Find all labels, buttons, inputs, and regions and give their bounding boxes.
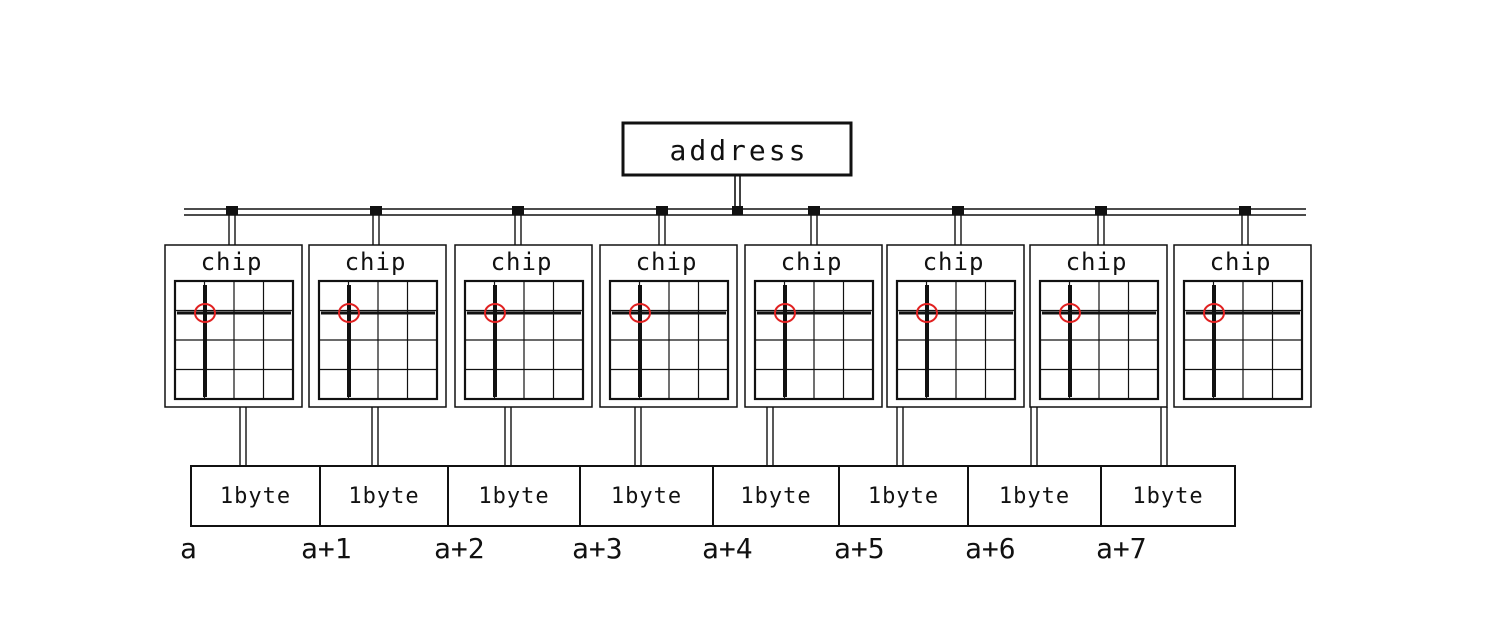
selected-cell-marker — [629, 303, 651, 323]
byte-label: 1byte — [220, 484, 291, 509]
byte-box — [190, 465, 321, 527]
byte-cell-3: 1byte a+2 — [434, 465, 581, 565]
address-offset-label: a+4 — [702, 532, 753, 565]
address-offset-label: a — [180, 532, 197, 565]
address-offset-label: a+3 — [572, 532, 623, 565]
byte-row: 1bytea1bytea+11bytea+21bytea+31bytea+41b… — [180, 465, 1236, 565]
byte-cell-7: 1byte a+6 — [965, 465, 1102, 565]
byte-label: 1byte — [478, 484, 549, 509]
address-bus — [184, 208, 1306, 216]
selected-cell-marker — [774, 303, 796, 323]
byte-box — [319, 465, 449, 527]
byte-cell-8: 1byte a+7 — [1096, 465, 1236, 565]
address-offset-label: a+6 — [965, 532, 1016, 565]
address-block: address — [621, 121, 853, 215]
byte-box — [447, 465, 581, 527]
bus-junction — [952, 206, 964, 215]
bus-junction — [370, 206, 382, 215]
chip-8: chip — [1160, 206, 1312, 466]
chip-1: chip — [164, 206, 303, 466]
chip-7: chip — [1029, 206, 1168, 466]
bus-junction — [808, 206, 820, 215]
chip-label: chip — [923, 248, 985, 276]
selected-cell-marker — [194, 303, 216, 323]
selected-cell-marker — [338, 303, 360, 323]
address-offset-label: a+7 — [1096, 532, 1147, 565]
byte-box — [579, 465, 714, 527]
selected-cell-marker — [916, 303, 938, 323]
chip-label: chip — [636, 248, 698, 276]
byte-label: 1byte — [868, 484, 939, 509]
byte-label: 1byte — [611, 484, 682, 509]
selected-cell-marker — [484, 303, 506, 323]
byte-label: 1byte — [740, 484, 811, 509]
address-box — [621, 121, 853, 177]
byte-label: 1byte — [999, 484, 1070, 509]
byte-box — [1100, 465, 1236, 527]
byte-cell-2: 1byte a+1 — [301, 465, 449, 565]
chip-3: chip — [454, 206, 593, 466]
byte-box — [967, 465, 1102, 527]
bus-junction — [512, 206, 524, 215]
bus-junction — [656, 206, 668, 215]
chip-5: chip — [744, 206, 883, 466]
selected-cell-marker — [1203, 303, 1225, 323]
address-offset-label: a+1 — [301, 532, 352, 565]
address-bus-junction — [732, 206, 743, 215]
selected-cell-marker — [1059, 303, 1081, 323]
byte-cell-5: 1byte a+4 — [702, 465, 840, 565]
chip-6: chip — [886, 206, 1025, 466]
chip-2: chip — [308, 206, 447, 466]
address-offset-label: a+5 — [834, 532, 885, 565]
chip-label: chip — [345, 248, 407, 276]
byte-box — [838, 465, 969, 527]
byte-cell-1: 1byte a — [180, 465, 321, 565]
byte-label: 1byte — [348, 484, 419, 509]
bus-junction — [226, 206, 238, 215]
byte-cell-6: 1byte a+5 — [834, 465, 969, 565]
address-label: address — [669, 134, 808, 167]
byte-cell-4: 1byte a+3 — [572, 465, 714, 565]
bus-junction — [1239, 206, 1251, 215]
chip-label: chip — [1066, 248, 1128, 276]
byte-label: 1byte — [1132, 484, 1203, 509]
chip-4: chip — [599, 206, 738, 466]
address-offset-label: a+2 — [434, 532, 485, 565]
chip-label: chip — [201, 248, 263, 276]
chip-label: chip — [491, 248, 553, 276]
chips: chip chip chip chip chip chip chip chip — [164, 206, 1312, 466]
chip-label: chip — [1210, 248, 1272, 276]
bus-junction — [1095, 206, 1107, 215]
chip-label: chip — [781, 248, 843, 276]
